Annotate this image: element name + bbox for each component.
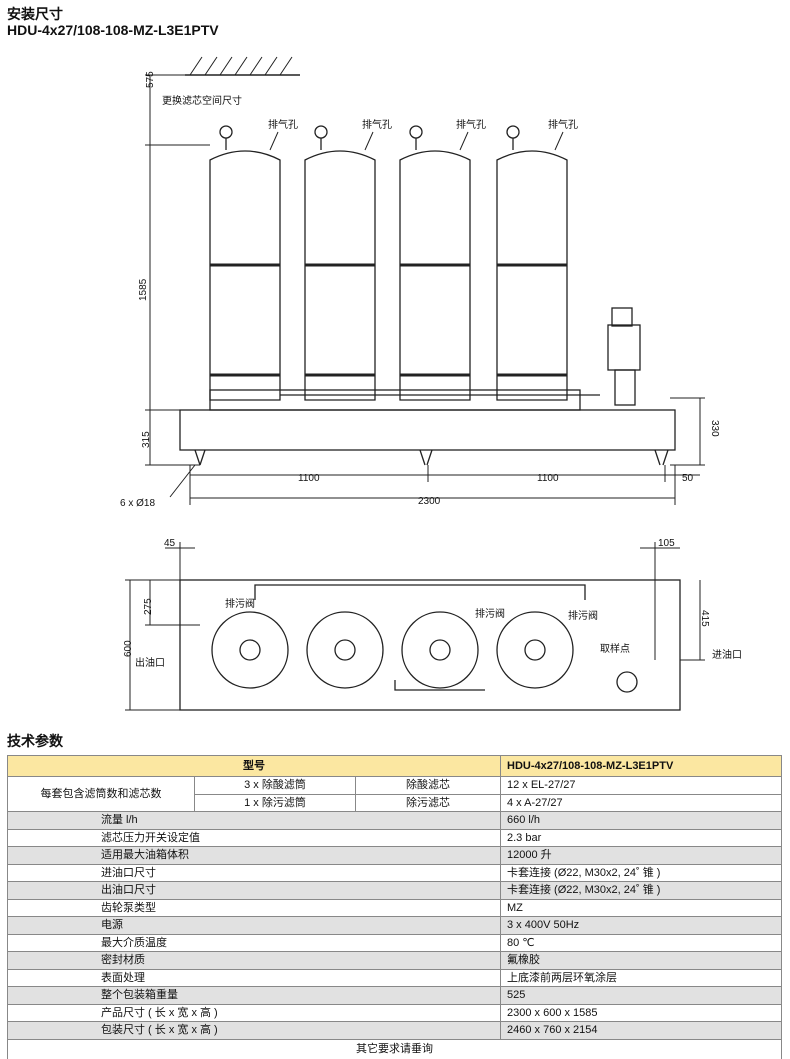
vent-label: 排气孔 — [548, 118, 578, 131]
table-row: 密封材质氟橡胶 — [7, 951, 782, 970]
housing-cell: 3 x 除酸滤筒 — [194, 776, 356, 795]
dimension-lines — [125, 542, 705, 711]
front-view-drawing: 575 1585 315 330 1100 1100 50 2300 6 x Ø… — [120, 56, 720, 509]
dim-600: 600 — [123, 640, 134, 657]
dim-330: 330 — [709, 420, 720, 437]
spec-value: 卡套连接 (Ø22, M30x2, 24˚ 锥 ) — [500, 881, 782, 900]
table-row: 每套包含滤筒数和滤芯数 3 x 除酸滤筒 除酸滤芯 12 x EL-27/27 — [7, 776, 782, 812]
filter-top — [211, 584, 638, 693]
dim-575: 575 — [145, 71, 156, 88]
spec-value: 12000 升 — [500, 846, 782, 865]
table-row: 进油口尺寸卡套连接 (Ø22, M30x2, 24˚ 锥 ) — [7, 863, 782, 882]
dim-275: 275 — [143, 598, 154, 615]
spec-value: 80 ℃ — [500, 933, 782, 952]
value-cell: 12 x EL-27/27 — [500, 776, 782, 795]
spec-label: 适用最大油箱体积 — [7, 846, 501, 865]
drain-valve-label: 排污阀 — [568, 609, 598, 622]
pump-motor — [607, 307, 641, 406]
dim-105: 105 — [658, 538, 675, 549]
dimension-lines — [145, 74, 705, 505]
filter-housings — [209, 125, 641, 406]
base-frame — [179, 389, 676, 466]
table-row: 出油口尺寸卡套连接 (Ø22, M30x2, 24˚ 锥 ) — [7, 881, 782, 900]
spec-label: 包装尺寸 ( 长 x 宽 x 高 ) — [7, 1021, 501, 1040]
table-row: 产品尺寸 ( 长 x 宽 x 高 )2300 x 600 x 1585 — [7, 1003, 782, 1022]
model-label: 型号 — [7, 755, 501, 777]
vent-label: 排气孔 — [268, 118, 298, 131]
dim-415: 415 — [699, 610, 710, 627]
spec-value: 525 — [500, 986, 782, 1005]
section-title-installation: 安装尺寸 — [7, 6, 63, 22]
spec-value: 2300 x 600 x 1585 — [500, 1003, 782, 1022]
element-cell: 除酸滤芯 — [355, 776, 501, 795]
filter-housing — [209, 125, 281, 401]
vent-label: 排气孔 — [362, 118, 392, 131]
sampling-point-label: 取样点 — [600, 642, 630, 655]
spec-label: 最大介质温度 — [7, 933, 501, 952]
spec-value: 660 l/h — [500, 811, 782, 830]
spec-label: 流量 l/h — [7, 811, 501, 830]
table-row: 表面处理上底漆前两层环氧涂层 — [7, 968, 782, 987]
inlet-label: 进油口 — [712, 648, 742, 661]
filter-housing — [496, 125, 568, 401]
drain-valve-label: 排污阀 — [225, 597, 255, 610]
section-title-specs: 技术参数 — [7, 733, 63, 749]
dim-1585: 1585 — [138, 278, 149, 301]
drain-valve-label: 排污阀 — [475, 607, 505, 620]
table-header-row: 型号 HDU-4x27/108-108-MZ-L3E1PTV — [7, 755, 782, 777]
value-cell: 4 x A-27/27 — [500, 793, 782, 812]
spec-label: 齿轮泵类型 — [7, 898, 501, 917]
vent-label: 排气孔 — [456, 118, 486, 131]
filter-housing — [399, 125, 471, 401]
top-view-drawing: 45 275 600 105 415 出油口 排污阀 排污阀 排污阀 取样点 进… — [123, 538, 742, 711]
filters-label: 每套包含滤筒数和滤芯数 — [7, 776, 195, 812]
table-row: 包装尺寸 ( 长 x 宽 x 高 )2460 x 760 x 2154 — [7, 1021, 782, 1040]
spec-label: 产品尺寸 ( 长 x 宽 x 高 ) — [7, 1003, 501, 1022]
dim-50: 50 — [682, 473, 694, 484]
spec-label: 密封材质 — [7, 951, 501, 970]
dim-1100-left: 1100 — [298, 473, 320, 484]
spec-value: 3 x 400V 50Hz — [500, 916, 782, 935]
spec-value: MZ — [500, 898, 782, 917]
vent-leaders — [269, 131, 564, 151]
table-row: 1 x 除污滤筒 除污滤芯 4 x A-27/27 — [8, 793, 782, 812]
dim-2300: 2300 — [418, 496, 441, 507]
spec-value: 上底漆前两层环氧涂层 — [500, 968, 782, 987]
spec-value: 2.3 bar — [500, 828, 782, 847]
replace-space-label: 更换滤芯空间尺寸 — [162, 94, 242, 107]
footer-note: 其它要求请垂询 — [7, 1038, 782, 1059]
spec-label: 电源 — [7, 916, 501, 935]
table-footer-row: 其它要求请垂询 — [7, 1038, 782, 1059]
specs-table: 型号 HDU-4x27/108-108-MZ-L3E1PTV 每套包含滤筒数和滤… — [7, 755, 782, 1059]
outlet-label: 出油口 — [135, 656, 165, 669]
ceiling-hatch — [185, 56, 300, 76]
spec-label: 出油口尺寸 — [7, 881, 501, 900]
spec-label: 整个包装箱重量 — [7, 986, 501, 1005]
spec-value: 氟橡胶 — [500, 951, 782, 970]
spec-label: 表面处理 — [7, 968, 501, 987]
dim-1100-right: 1100 — [537, 473, 559, 484]
dim-315: 315 — [141, 431, 152, 448]
dim-45: 45 — [164, 538, 176, 549]
housing-cell: 1 x 除污滤筒 — [194, 793, 356, 812]
spec-label: 滤芯压力开关设定值 — [7, 828, 501, 847]
mounting-holes-label: 6 x Ø18 — [120, 498, 155, 509]
model-heading: HDU-4x27/108-108-MZ-L3E1PTV — [7, 22, 219, 38]
filter-housing — [304, 125, 376, 401]
element-cell: 除污滤芯 — [355, 793, 501, 812]
spec-value: 2460 x 760 x 2154 — [500, 1021, 782, 1040]
spec-value: 卡套连接 (Ø22, M30x2, 24˚ 锥 ) — [500, 863, 782, 882]
model-value: HDU-4x27/108-108-MZ-L3E1PTV — [500, 755, 782, 777]
spec-label: 进油口尺寸 — [7, 863, 501, 882]
